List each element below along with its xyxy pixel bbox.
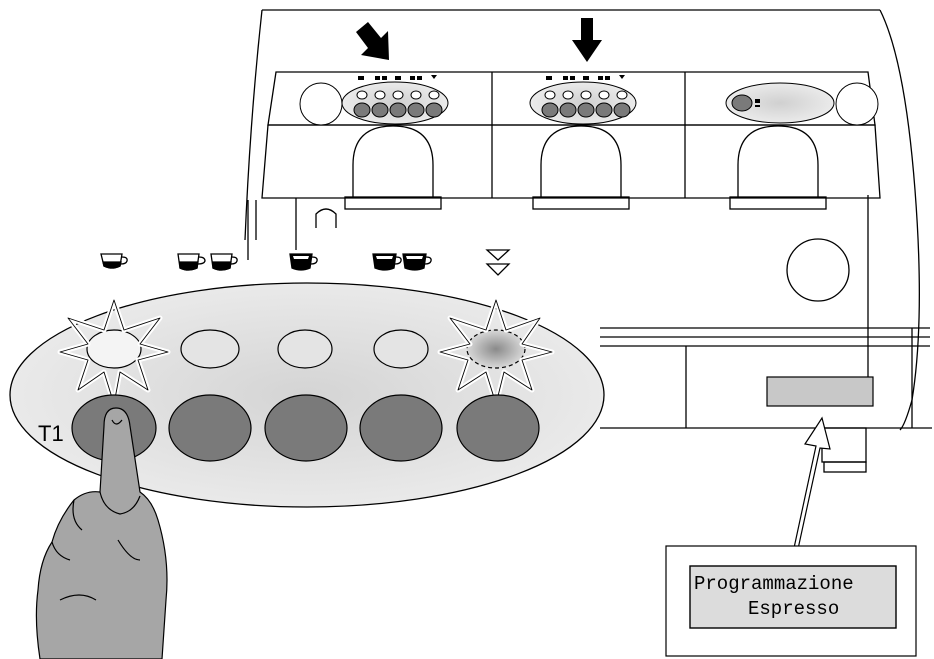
machine-display-window <box>766 376 874 407</box>
dose-icons-row <box>100 249 511 276</box>
pressing-hand-icon <box>35 407 168 659</box>
led-2 <box>180 329 240 369</box>
display-line-1: Programmazione <box>694 573 854 595</box>
led-4 <box>373 329 429 369</box>
led-1-lit <box>86 329 142 369</box>
led-5-lit <box>466 329 526 369</box>
two-short-coffees-icon <box>177 253 238 271</box>
group-2-keypad <box>529 75 637 125</box>
one-long-coffee-icon <box>289 253 318 271</box>
two-long-coffees-icon <box>372 253 432 271</box>
continuous-dispense-icon <box>485 249 511 276</box>
button-label-t1: T1 <box>38 421 64 446</box>
hot-water-keypad <box>725 82 879 126</box>
led-row <box>86 329 526 369</box>
led-3 <box>277 329 333 369</box>
dose-button-continuous[interactable] <box>456 394 540 462</box>
one-short-coffee-icon <box>100 253 128 269</box>
machine-body <box>244 9 932 473</box>
display-callout-screen <box>689 565 897 629</box>
dose-button-t2[interactable] <box>168 394 252 462</box>
arrow-to-group-2 <box>572 18 602 62</box>
group-1-keypad <box>299 75 449 126</box>
dose-button-t4[interactable] <box>359 394 443 462</box>
display-line-2: Espresso <box>748 598 839 620</box>
dose-button-t3[interactable] <box>264 394 348 462</box>
dose-buttons <box>71 394 540 462</box>
callout-arrow-icon <box>793 416 831 550</box>
brew-group-heads <box>344 125 827 210</box>
arrow-to-group-1 <box>356 22 389 60</box>
